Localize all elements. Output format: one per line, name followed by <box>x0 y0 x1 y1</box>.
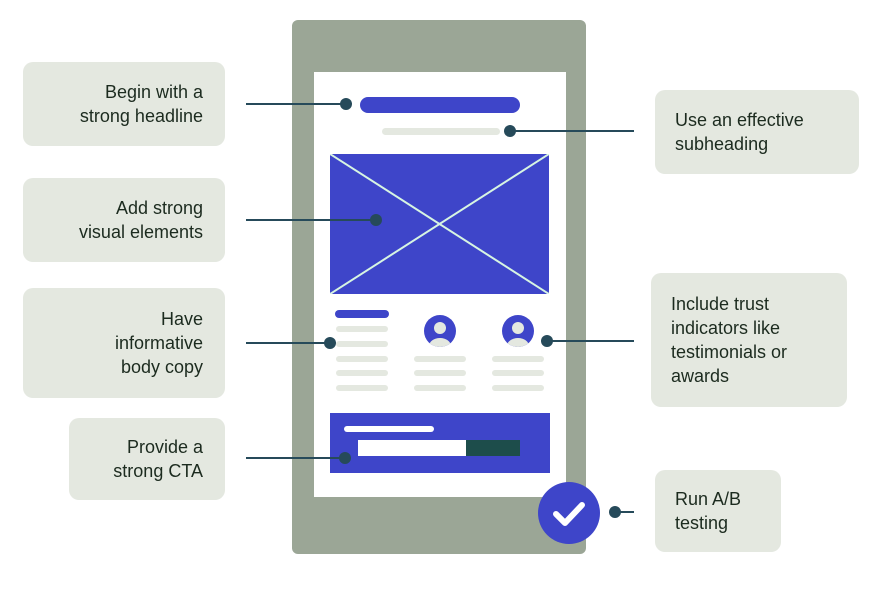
label-line: body copy <box>120 357 203 377</box>
label-line: Begin with a <box>104 82 203 102</box>
cta-heading-line <box>344 426 434 432</box>
connector-dot <box>609 506 621 518</box>
label-line: strong CTA <box>113 461 203 481</box>
label-subheading: Use an effective subheading <box>655 90 859 174</box>
label-line: Include trust <box>671 294 770 314</box>
label-line: subheading <box>675 134 769 154</box>
body-copy-line <box>336 356 388 362</box>
label-body-copy: Have informative body copy <box>23 288 225 398</box>
label-headline: Begin with a strong headline <box>23 62 225 146</box>
connector-dot <box>324 337 336 349</box>
testimonial-line <box>492 356 544 362</box>
cta-button-placeholder <box>466 440 520 456</box>
body-copy-line <box>336 385 388 391</box>
connector-dot <box>504 125 516 137</box>
body-copy-title <box>335 310 389 318</box>
label-line: awards <box>671 366 730 386</box>
label-line: testing <box>675 513 729 533</box>
label-line: indicators like <box>671 318 781 338</box>
body-copy-line <box>336 370 388 376</box>
person-avatar-icon <box>424 315 456 347</box>
connector-dot <box>340 98 352 110</box>
testimonial-line <box>414 356 466 362</box>
label-trust: Include trust indicators like testimonia… <box>651 273 847 407</box>
label-line: Run A/B <box>675 489 742 509</box>
subheading-placeholder <box>382 128 500 135</box>
label-line: strong headline <box>79 106 203 126</box>
testimonial-line <box>492 370 544 376</box>
connector-dot <box>339 452 351 464</box>
cta-input-placeholder <box>358 440 466 456</box>
label-line: Add strong <box>115 198 203 218</box>
testimonial-line <box>414 370 466 376</box>
label-visual: Add strong visual elements <box>23 178 225 262</box>
body-copy-line <box>336 341 388 347</box>
testimonial-line <box>492 385 544 391</box>
headline-placeholder <box>360 97 520 113</box>
check-circle-icon <box>538 482 600 544</box>
label-line: Provide a <box>126 437 203 457</box>
person-avatar-icon <box>502 315 534 347</box>
image-placeholder-icon <box>330 154 549 294</box>
label-line: informative <box>114 333 203 353</box>
label-line: visual elements <box>78 222 203 242</box>
label-line: testimonials or <box>671 342 788 362</box>
label-cta: Provide a strong CTA <box>69 418 225 500</box>
label-line: Use an effective <box>675 110 804 130</box>
label-ab-testing: Run A/B testing <box>655 470 781 552</box>
connector-dot <box>370 214 382 226</box>
label-line: Have <box>160 309 203 329</box>
connector-dot <box>541 335 553 347</box>
testimonial-line <box>414 385 466 391</box>
body-copy-line <box>336 326 388 332</box>
